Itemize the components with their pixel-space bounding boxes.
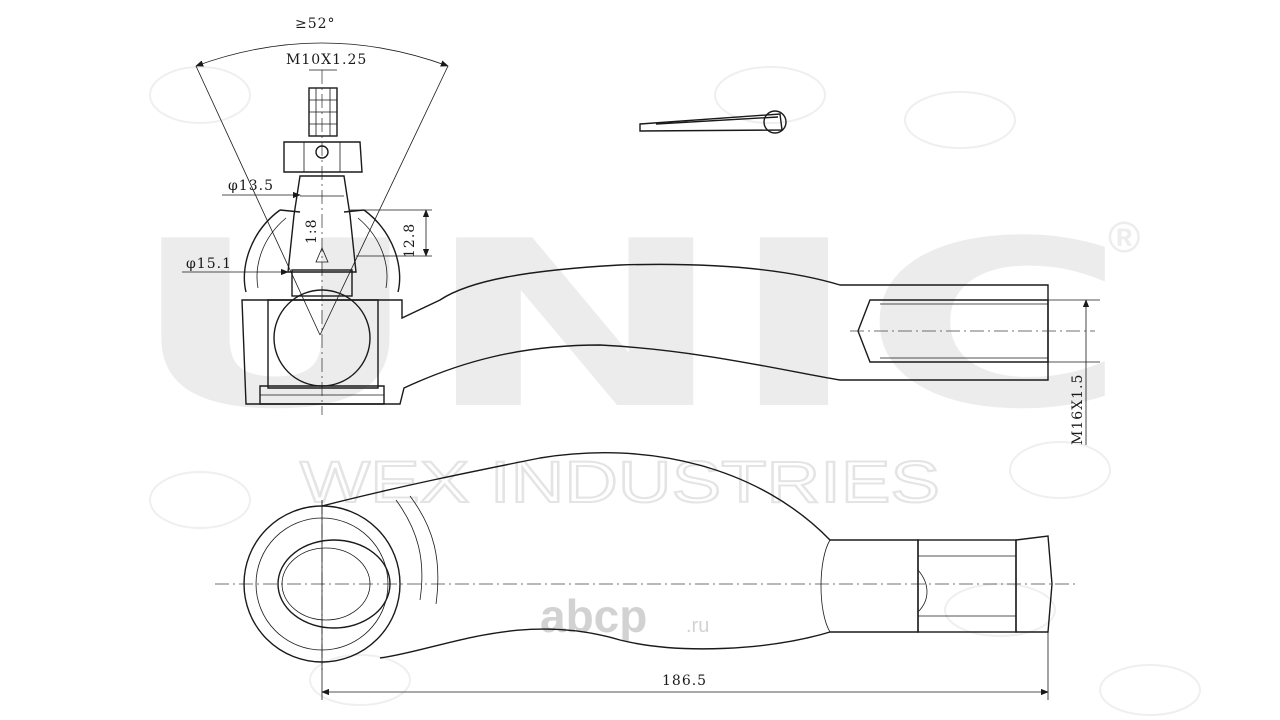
overall-length-dimension: 186.5 [321, 500, 1049, 700]
angle-indicator: ≥52° [195, 16, 449, 336]
section-view [241, 70, 1095, 415]
site-logo-suffix: .ru [686, 615, 709, 637]
watermark-group: UNIC ® WEX INDUSTRIES [128, 66, 1201, 716]
rod-thread-label: M16X1.5 [1070, 374, 1086, 445]
angle-label: ≥52° [295, 16, 336, 32]
watermark-registered: ® [1108, 213, 1140, 262]
section-dimensions: M10X1.25 φ13.5 φ15.1 1:8 12.8 M16X1.5 [182, 52, 1100, 445]
watermark-pattern [149, 66, 1201, 716]
diameter-upper-label: φ13.5 [228, 178, 274, 194]
diameter-lower-label: φ15.1 [186, 256, 232, 272]
site-logo: abcp .ru [540, 590, 709, 642]
watermark-brand: UNIC [128, 193, 1128, 460]
taper-height-label: 12.8 [402, 223, 418, 258]
overall-length-label: 186.5 [662, 673, 707, 689]
taper-label: 1:8 [304, 218, 320, 244]
stud-thread-label: M10X1.25 [286, 52, 367, 68]
watermark-company: WEX INDUSTRIES [300, 450, 940, 515]
cotter-pin [639, 110, 787, 134]
